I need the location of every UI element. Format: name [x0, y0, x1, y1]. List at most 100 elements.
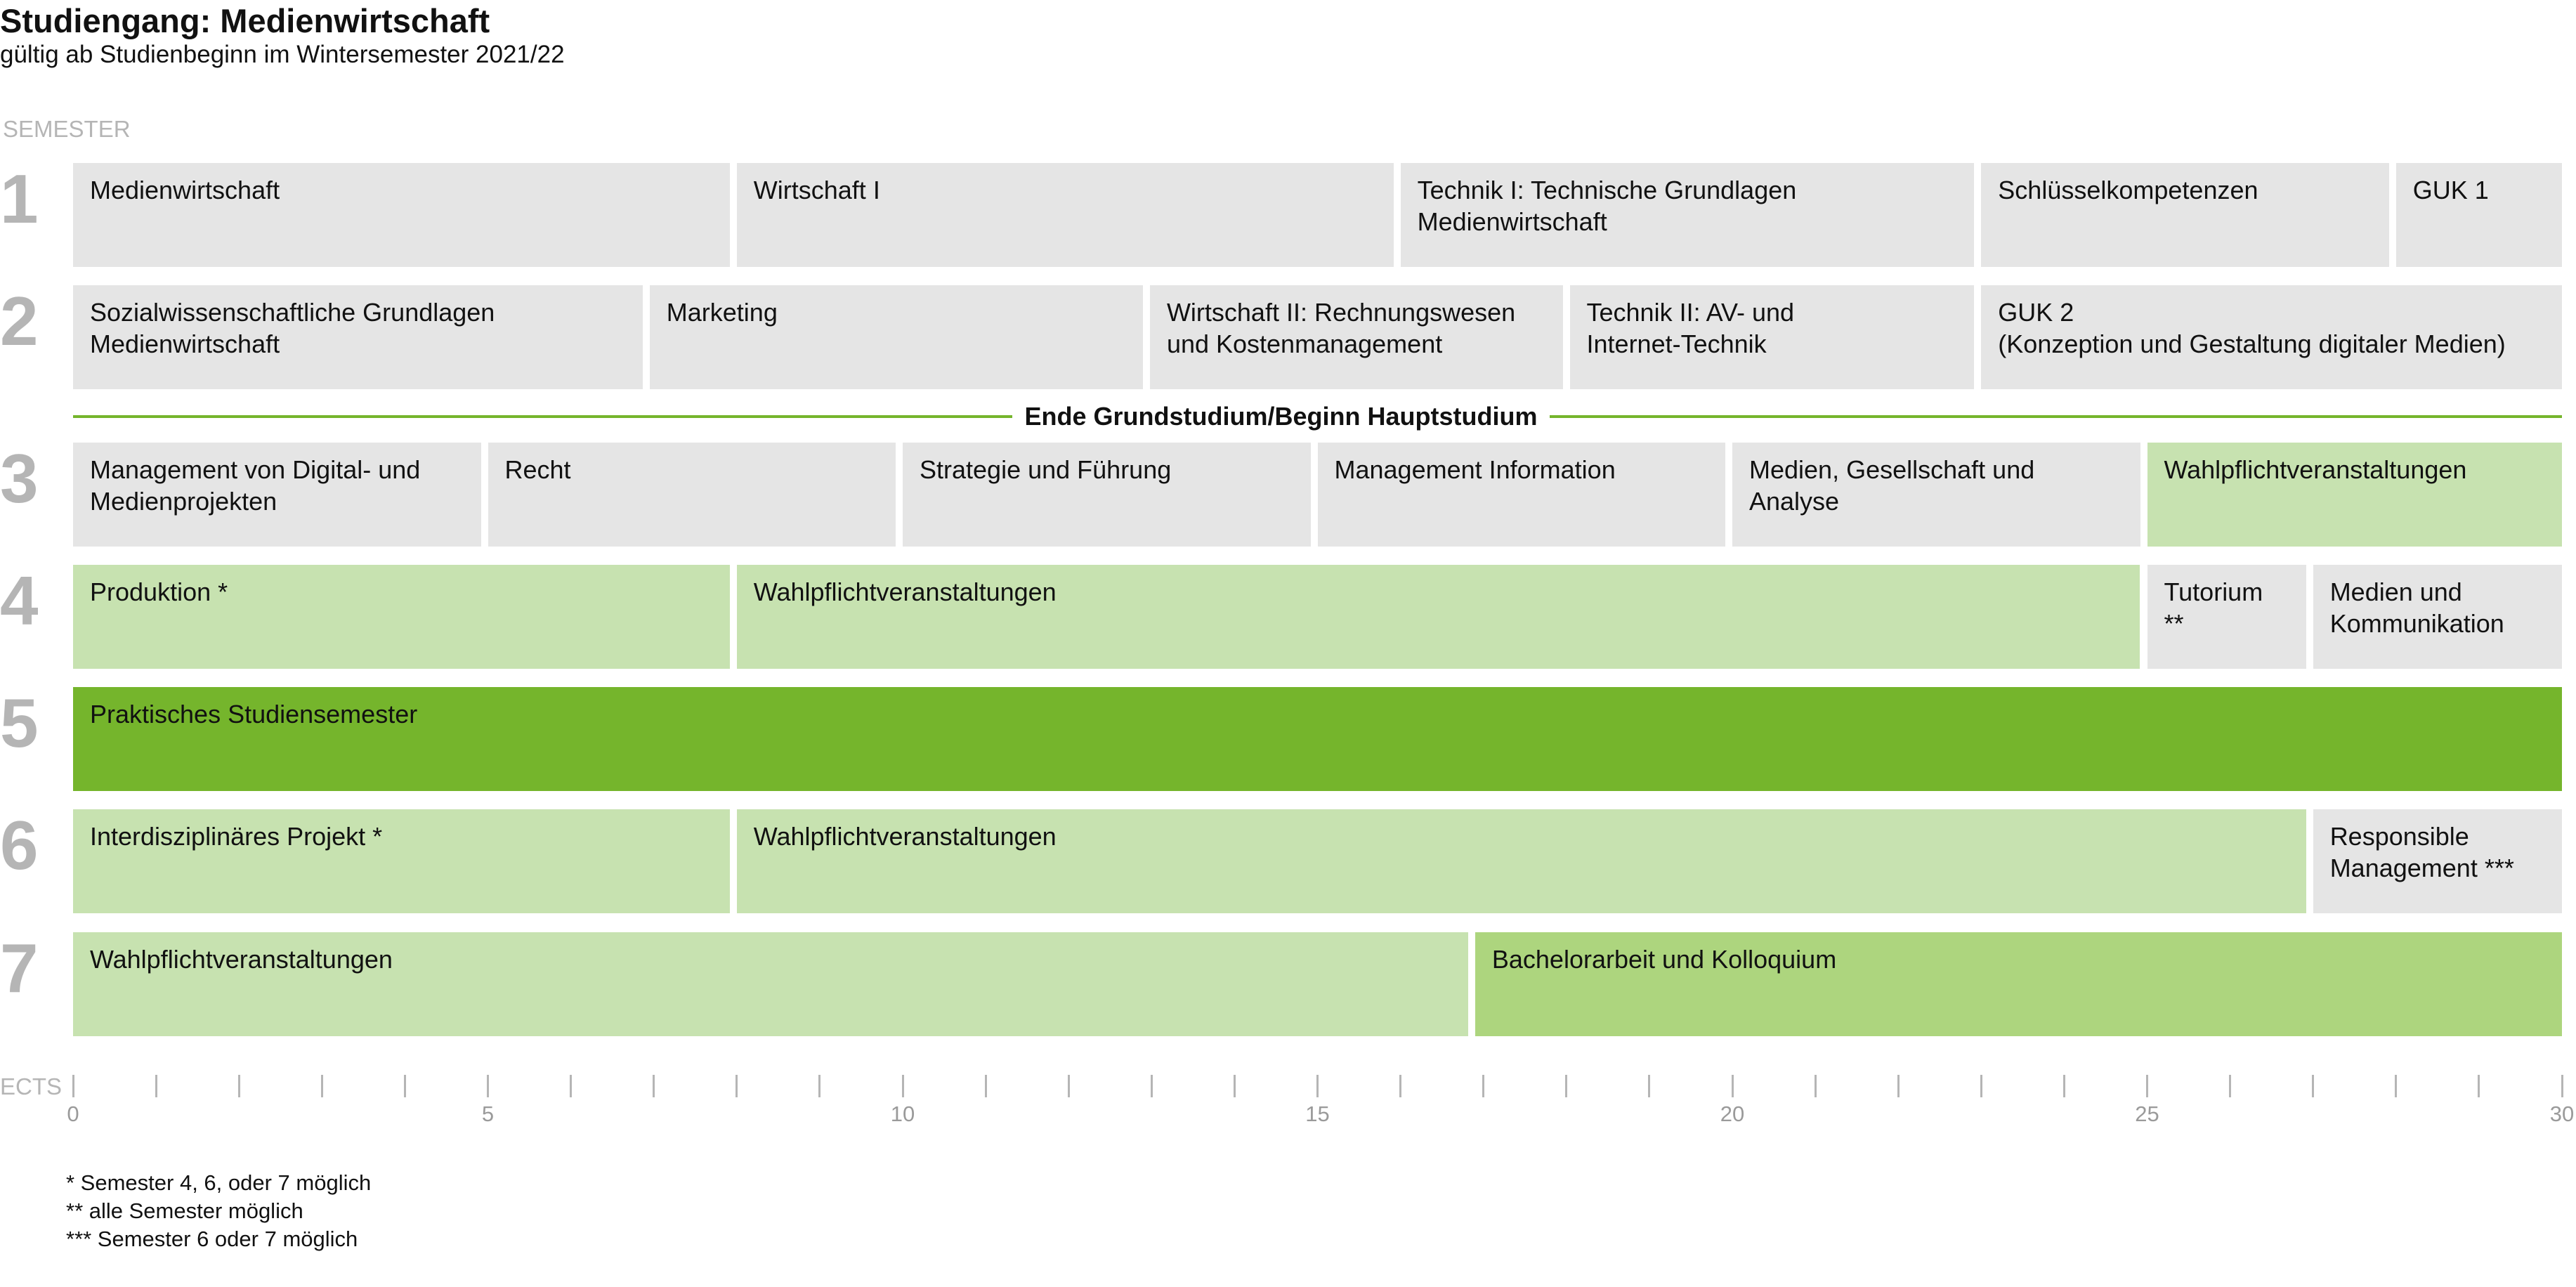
ects-tick: [901, 1075, 904, 1097]
ects-tick: [1648, 1075, 1651, 1097]
module-label: Wahlpflichtveranstaltungen: [753, 577, 1057, 606]
module-label: Management Information: [1334, 455, 1616, 484]
page-subtitle: gültig ab Studienbeginn im Wintersemeste…: [0, 41, 565, 68]
module-label: Wahlpflichtveranstaltungen: [2164, 455, 2467, 484]
module-label: Medien, Gesellschaft und Analyse: [1749, 455, 2035, 516]
module-label: Sozialwissenschaftliche Grundlagen Medie…: [90, 298, 495, 358]
module-label: Recht: [504, 455, 571, 484]
ects-tick-label: 30: [2549, 1102, 2575, 1126]
module-label: Praktisches Studiensemester: [90, 700, 418, 729]
ects-tick-label: 10: [890, 1102, 915, 1126]
module-cell: Sozialwissenschaftliche Grundlagen Medie…: [73, 285, 643, 389]
ects-tick-label: 0: [67, 1102, 79, 1126]
semester-number: 2: [0, 282, 39, 360]
footnote: * Semester 4, 6, oder 7 möglich: [66, 1170, 372, 1195]
module-label: Technik I: Technische Grundlagen Medienw…: [1417, 176, 1797, 236]
module-label: Tutorium **: [2164, 577, 2263, 638]
ects-tick: [403, 1075, 406, 1097]
module-label: GUK 2 (Konzeption und Gestaltung digital…: [1998, 298, 2506, 358]
ects-tick: [2146, 1075, 2148, 1097]
module-label: Medien und Kommunikation: [2329, 577, 2504, 638]
module-cell: Medien und Kommunikation: [2313, 565, 2562, 669]
ects-tick: [1980, 1075, 1982, 1097]
module-label: Wirtschaft I: [753, 176, 880, 204]
ects-axis-label: ECTS: [0, 1073, 63, 1099]
module-cell: GUK 1: [2395, 163, 2562, 267]
ects-tick: [2312, 1075, 2315, 1097]
module-cell: Wahlpflichtveranstaltungen: [736, 565, 2140, 669]
module-cell: Interdisziplinäres Projekt *: [73, 809, 730, 913]
module-label: Wahlpflichtveranstaltungen: [90, 945, 393, 974]
module-label: Medienwirtschaft: [90, 176, 280, 204]
ects-tick: [1731, 1075, 1734, 1097]
module-cell: Management von Digital- und Medienprojek…: [73, 443, 481, 547]
module-cell: Marketing: [649, 285, 1143, 389]
page-title: Studiengang: Medienwirtschaft: [0, 2, 490, 39]
semester-number: 7: [0, 929, 39, 1007]
module-cell: Technik I: Technische Grundlagen Medienw…: [1400, 163, 1975, 267]
module-cell: Wirtschaft I: [736, 163, 1394, 267]
semester-number: 1: [0, 160, 39, 237]
module-cell: Strategie und Führung: [903, 443, 1311, 547]
module-cell: Wahlpflichtveranstaltungen: [73, 932, 1468, 1036]
ects-tick-label: 20: [1720, 1102, 1745, 1126]
semester-number: 6: [0, 806, 39, 884]
ects-tick: [2395, 1075, 2398, 1097]
ects-tick: [653, 1075, 655, 1097]
module-cell: Technik II: AV- und Internet-Technik: [1569, 285, 1975, 389]
module-cell: Wirtschaft II: Rechnungswesen und Kosten…: [1149, 285, 1563, 389]
ects-tick: [570, 1075, 573, 1097]
module-label: Schlüsselkompetenzen: [1998, 176, 2258, 204]
module-label: Wirtschaft II: Rechnungswesen und Kosten…: [1166, 298, 1516, 358]
module-cell: Management Information: [1317, 443, 1725, 547]
ects-tick: [1897, 1075, 1900, 1097]
module-cell: Tutorium **: [2147, 565, 2306, 669]
module-label: Marketing: [666, 298, 778, 327]
module-cell: Medien, Gesellschaft und Analyse: [1732, 443, 2140, 547]
ects-tick-label: 15: [1305, 1102, 1330, 1126]
semester-number: 3: [0, 440, 39, 517]
ects-tick: [1233, 1075, 1236, 1097]
semester-axis-label: SEMESTER: [3, 116, 131, 142]
module-label: GUK 1: [2412, 176, 2489, 204]
ects-tick: [2561, 1075, 2563, 1097]
footnotes: * Semester 4, 6, oder 7 möglich ** alle …: [66, 1169, 371, 1253]
module-label: Management von Digital- und Medienprojek…: [90, 455, 421, 516]
module-cell: Wahlpflichtveranstaltungen: [736, 809, 2306, 913]
module-cell: Wahlpflichtveranstaltungen: [2147, 443, 2562, 547]
ects-tick: [984, 1075, 987, 1097]
module-cell: Produktion *: [73, 565, 730, 669]
module-cell: Medienwirtschaft: [73, 163, 730, 267]
module-label: Strategie und Führung: [920, 455, 1172, 484]
ects-tick-label: 25: [2135, 1102, 2159, 1126]
phase-divider-line: [73, 415, 2562, 418]
semester-number: 5: [0, 684, 39, 762]
module-cell: GUK 2 (Konzeption und Gestaltung digital…: [1981, 285, 2562, 389]
ects-tick: [2229, 1075, 2232, 1097]
footnote: *** Semester 6 oder 7 möglich: [66, 1227, 358, 1251]
ects-tick: [2062, 1075, 2065, 1097]
module-cell: Recht: [488, 443, 896, 547]
ects-tick: [487, 1075, 489, 1097]
ects-tick: [72, 1075, 74, 1097]
ects-tick: [1067, 1075, 1070, 1097]
ects-tick: [1399, 1075, 1402, 1097]
ects-tick: [2478, 1075, 2480, 1097]
module-label: Responsible Management ***: [2329, 822, 2514, 882]
ects-tick: [155, 1075, 157, 1097]
footnote: ** alle Semester möglich: [66, 1198, 303, 1223]
module-label: Interdisziplinäres Projekt *: [90, 822, 383, 851]
ects-tick: [735, 1075, 738, 1097]
semester-number: 4: [0, 562, 39, 639]
ects-tick: [1150, 1075, 1153, 1097]
ects-tick: [1814, 1075, 1817, 1097]
ects-tick: [818, 1075, 821, 1097]
module-cell: Schlüsselkompetenzen: [1981, 163, 2389, 267]
module-cell: Bachelorarbeit und Kolloquium: [1475, 932, 2562, 1036]
ects-tick: [1316, 1075, 1319, 1097]
ects-tick: [320, 1075, 323, 1097]
module-label: Bachelorarbeit und Kolloquium: [1491, 945, 1837, 974]
ects-tick: [237, 1075, 240, 1097]
module-label: Produktion *: [90, 577, 228, 606]
